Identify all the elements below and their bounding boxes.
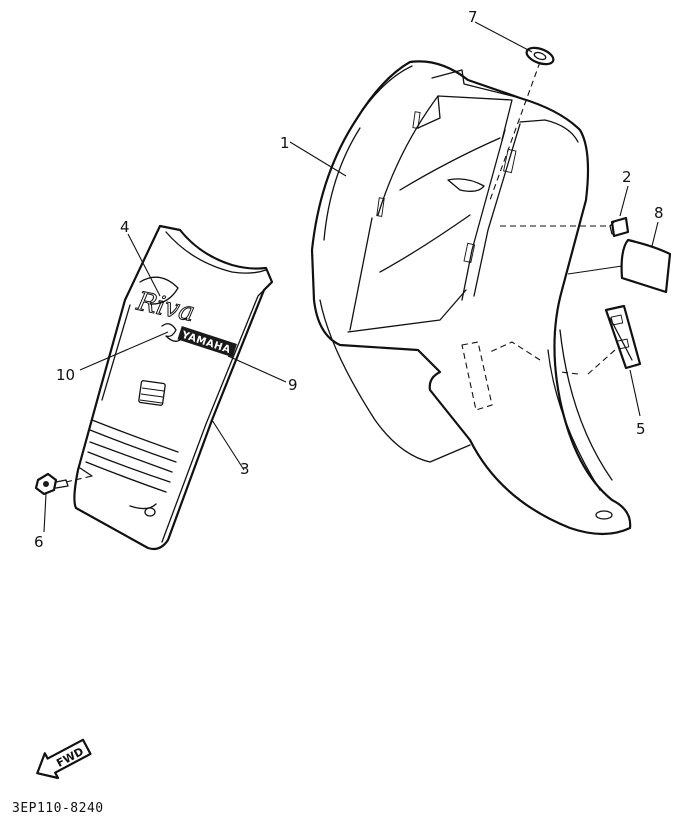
callouts: 1 2 3 4 5 6 7 8 9 10	[34, 8, 664, 551]
callout-9: 9	[288, 376, 298, 394]
part-5-bracket	[604, 304, 642, 370]
callout-3: 3	[240, 460, 250, 478]
callout-6: 6	[34, 533, 44, 551]
callout-7: 7	[468, 8, 478, 26]
drawing-code: 3EP110-8240	[12, 801, 104, 816]
callout-2: 2	[622, 168, 632, 186]
part-10-small-decal	[161, 323, 181, 342]
part-3-front-cover	[73, 224, 274, 551]
leader-lines	[43, 21, 659, 533]
part-2-grommet	[609, 216, 630, 238]
part-8-label-plate	[620, 238, 672, 294]
part-1-leg-shield	[310, 60, 632, 536]
callout-8: 8	[654, 204, 664, 222]
part-6-bolt	[34, 472, 69, 496]
fwd-arrow-icon: FWD	[36, 738, 92, 780]
callout-10: 10	[56, 366, 75, 384]
callout-4: 4	[120, 218, 130, 236]
callout-1: 1	[280, 134, 290, 152]
callout-5: 5	[636, 420, 646, 438]
part-7-cap	[525, 46, 555, 66]
